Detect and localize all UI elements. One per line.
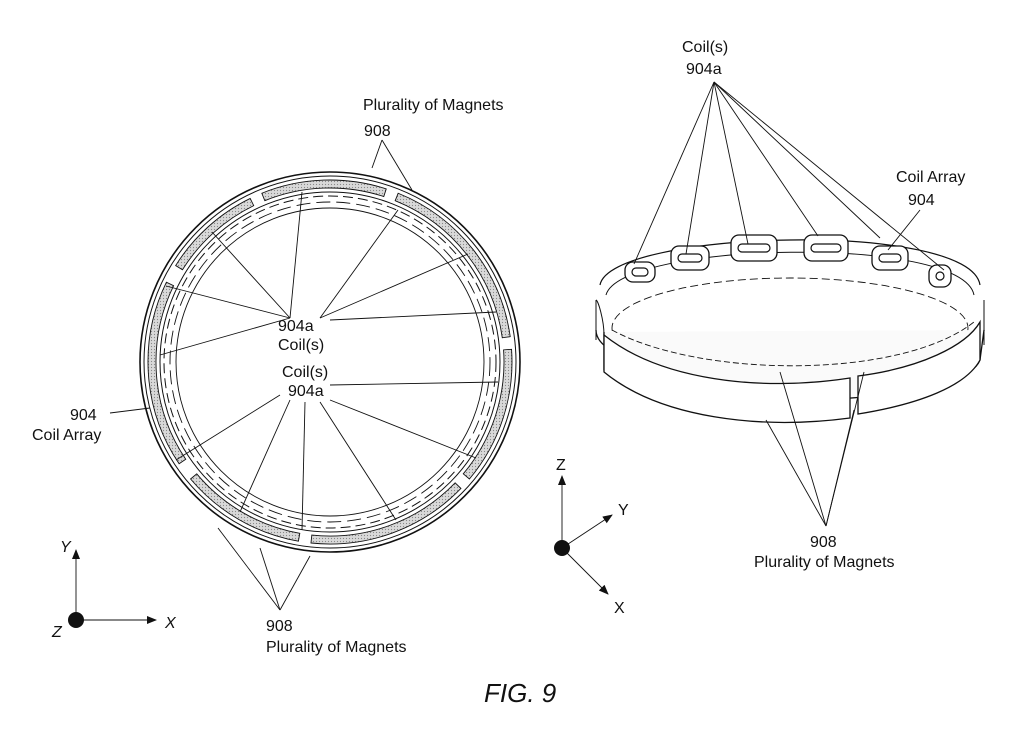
coils-lower-ref: 904a (288, 383, 324, 400)
magnet-segment (189, 473, 301, 542)
persp-axis-z-label: Z (556, 457, 566, 474)
top-view-leaders (109, 139, 499, 611)
coil-window (670, 245, 710, 271)
magnet-segment (310, 482, 462, 545)
persp-coils-ref: 904a (686, 61, 722, 78)
magnet-segment (147, 281, 187, 465)
magnets-bottom-ref: 908 (266, 618, 293, 635)
coil-array-ref: 904 (70, 407, 97, 424)
top-view-ring (139, 171, 521, 553)
magnets-top-ref: 908 (364, 123, 391, 140)
perspective-ring (595, 234, 985, 424)
magnet-segments (147, 179, 513, 545)
coils-upper-ref: 904a (278, 318, 314, 335)
coil-window (730, 234, 778, 262)
coil-core (935, 271, 945, 281)
persp-coil-array-ref: 904 (908, 192, 935, 209)
figure-caption: FIG. 9 (484, 678, 556, 708)
persp-axis-x-label: X (614, 600, 625, 617)
coil-window (624, 261, 656, 283)
coil-window (928, 264, 952, 288)
coil-core (810, 243, 842, 253)
coils-upper-label: Coil(s) (278, 337, 324, 354)
magnet-segment (462, 348, 513, 480)
coil-core (737, 243, 771, 253)
axis-z-label: Z (51, 624, 63, 641)
magnets-top-label: Plurality of Magnets (363, 97, 504, 114)
persp-magnets-ref: 908 (810, 534, 837, 551)
magnets-bottom-label: Plurality of Magnets (266, 639, 407, 656)
perspective-leaders (633, 81, 945, 527)
top-view-axes: Y Z X (51, 539, 177, 641)
persp-coil-array-label: Coil Array (896, 169, 965, 186)
magnet-segment (261, 179, 387, 202)
coil-core (631, 267, 649, 277)
magnet-segment (175, 197, 255, 271)
coil-window (803, 234, 849, 262)
z-axis-dot (68, 612, 84, 628)
persp-coils-label: Coil(s) (682, 39, 728, 56)
persp-axis-origin-dot (554, 540, 570, 556)
perspective-axes: Z Y X (554, 457, 629, 617)
axis-x-label: X (164, 615, 177, 632)
coil-core (878, 253, 902, 263)
magnet-segment (394, 192, 511, 339)
axis-y-label: Y (60, 539, 72, 556)
coils-lower-label: Coil(s) (282, 364, 328, 381)
coil-window (871, 245, 909, 271)
coil-windows (624, 234, 952, 288)
coil-core (677, 253, 703, 263)
persp-axis-y-label: Y (618, 502, 629, 519)
coil-array-label: Coil Array (32, 427, 101, 444)
persp-magnets-label: Plurality of Magnets (754, 554, 895, 571)
